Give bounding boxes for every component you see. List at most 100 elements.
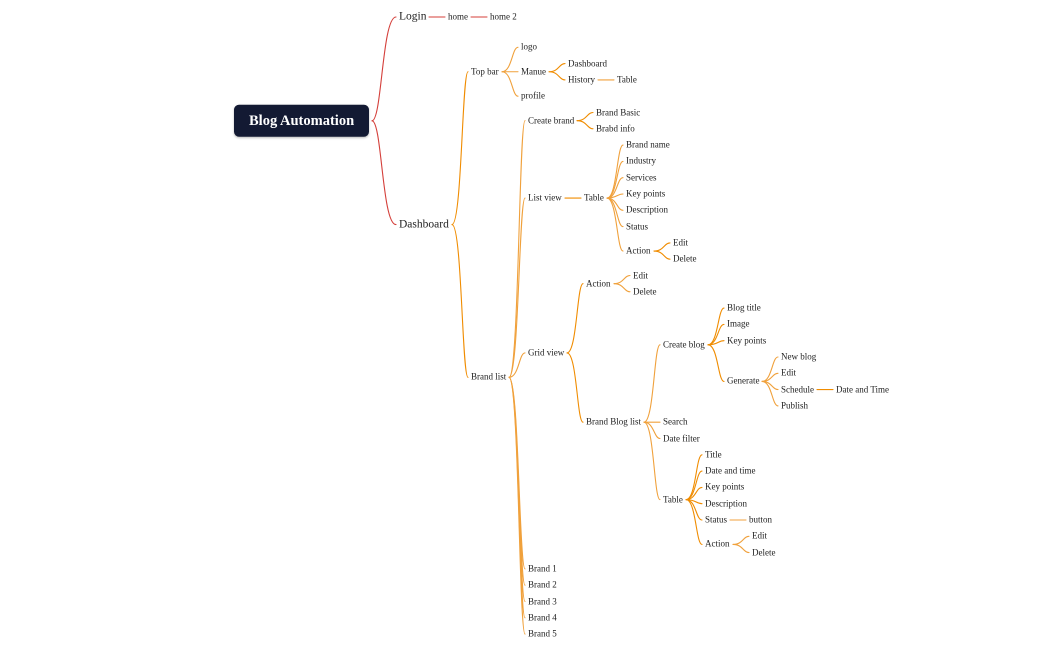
- mindmap-node-title[interactable]: Title: [705, 449, 722, 460]
- mindmap-node-delete[interactable]: Delete: [673, 253, 697, 264]
- connector-line: [576, 120, 594, 130]
- connector-line: [732, 535, 750, 545]
- connector-line: [508, 376, 526, 603]
- connector-line: [566, 352, 584, 423]
- connector-line: [761, 380, 779, 407]
- mindmap-node-brabd-info[interactable]: Brabd info: [596, 123, 635, 134]
- connector-line: [613, 283, 631, 293]
- mindmap-node-history[interactable]: History: [568, 74, 595, 85]
- connector-line: [451, 71, 469, 226]
- connector-line: [508, 120, 526, 378]
- connector-line: [685, 470, 703, 501]
- connector-line: [606, 177, 624, 199]
- mindmap-node-login[interactable]: Login: [399, 10, 427, 23]
- mindmap-node-brand-3[interactable]: Brand 3: [528, 596, 557, 606]
- connector-line: [685, 499, 703, 505]
- mindmap-node-profile[interactable]: profile: [521, 90, 545, 101]
- mindmap-node-brand-1[interactable]: Brand 1: [528, 563, 557, 574]
- mindmap-node-dashboard[interactable]: Dashboard: [568, 58, 607, 69]
- mindmap-node-blog-title[interactable]: Blog title: [727, 302, 761, 313]
- mindmap-node-publish[interactable]: Publish: [781, 400, 809, 411]
- mindmap-node-brand-blog-list[interactable]: Brand Blog list: [586, 416, 642, 427]
- connector-line: [508, 197, 526, 378]
- mindmap-node-search[interactable]: Search: [663, 416, 688, 427]
- mindmap-node-brand-list[interactable]: Brand list: [471, 371, 507, 382]
- mindmap-node-manue[interactable]: Manue: [521, 66, 546, 77]
- connector-line: [606, 193, 624, 199]
- mindmap-node-brand-name[interactable]: Brand name: [626, 139, 670, 150]
- connector-line: [548, 71, 566, 81]
- mindmap-node-description[interactable]: Description: [626, 204, 668, 215]
- mindmap-node-key-points[interactable]: Key points: [705, 481, 745, 492]
- mindmap-node-table[interactable]: Table: [584, 192, 604, 203]
- mindmap-node-brand-basic[interactable]: Brand Basic: [596, 107, 641, 117]
- mindmap-node-services[interactable]: Services: [626, 172, 657, 183]
- mindmap-node-edit[interactable]: Edit: [633, 270, 648, 280]
- mindmap-node-industry[interactable]: Industry: [626, 155, 656, 166]
- connector-line: [732, 543, 750, 554]
- mindmap-node-date-and-time[interactable]: Date and time: [705, 465, 756, 476]
- connector-line: [685, 454, 703, 501]
- mindmap-node-action[interactable]: Action: [705, 538, 730, 549]
- mindmap-node-list-view[interactable]: List view: [528, 192, 562, 203]
- mindmap-node-button[interactable]: button: [749, 514, 773, 525]
- mindmap-node-edit[interactable]: Edit: [752, 530, 767, 541]
- connector-line: [548, 63, 566, 73]
- mindmap-node-status[interactable]: Status: [626, 221, 649, 232]
- mindmap-node-top-bar[interactable]: Top bar: [471, 66, 499, 77]
- mindmap-node-brand-2[interactable]: Brand 2: [528, 579, 557, 590]
- mindmap-node-edit[interactable]: Edit: [673, 237, 688, 248]
- mindmap-node-table[interactable]: Table: [617, 74, 637, 85]
- mindmap-node-dashboard[interactable]: Dashboard: [399, 217, 449, 230]
- mindmap-node-grid-view[interactable]: Grid view: [528, 347, 565, 358]
- connector-line: [707, 340, 725, 346]
- connector-line: [501, 46, 519, 73]
- connector-line: [643, 421, 661, 440]
- connector-line: [451, 224, 469, 378]
- mindmap-node-action[interactable]: Action: [626, 245, 651, 256]
- mindmap-node-key-points[interactable]: Key points: [727, 335, 767, 346]
- connector-line: [653, 250, 671, 260]
- connector-line: [508, 376, 526, 586]
- connector-line: [576, 111, 594, 122]
- connector-line: [508, 376, 526, 635]
- connector-line: [371, 120, 397, 226]
- root-node[interactable]: Blog Automation: [234, 104, 370, 138]
- connector-line: [707, 344, 725, 382]
- connector-line: [707, 307, 725, 346]
- mindmap-node-key-points[interactable]: Key points: [626, 188, 666, 199]
- mindmap-node-delete[interactable]: Delete: [633, 286, 657, 297]
- mindmap-node-date-filter[interactable]: Date filter: [663, 433, 700, 443]
- mindmap-node-action[interactable]: Action: [586, 278, 611, 289]
- mindmap-node-date-and-time[interactable]: Date and Time: [836, 384, 889, 395]
- mindmap-node-description[interactable]: Description: [705, 498, 747, 509]
- connector-line: [606, 160, 624, 199]
- connector-line: [707, 323, 725, 346]
- connector-line: [508, 376, 526, 619]
- mindmap-node-delete[interactable]: Delete: [752, 547, 776, 558]
- mindmap-node-home-2[interactable]: home 2: [490, 11, 517, 22]
- mindmap-node-edit[interactable]: Edit: [781, 367, 796, 378]
- mindmap-node-brand-5[interactable]: Brand 5: [528, 628, 557, 639]
- mindmap-node-generate[interactable]: Generate: [727, 375, 760, 386]
- mindmap-node-status[interactable]: Status: [705, 514, 728, 525]
- connector-line: [606, 197, 624, 228]
- connector-line: [761, 380, 779, 391]
- connector-line: [761, 356, 779, 382]
- mindmap-node-brand-4[interactable]: Brand 4: [528, 612, 557, 623]
- mindmap-node-logo[interactable]: logo: [521, 41, 538, 52]
- connector-line: [685, 499, 703, 545]
- mindmap-node-schedule[interactable]: Schedule: [781, 384, 814, 395]
- connector-line: [501, 71, 519, 97]
- mindmap-node-home[interactable]: home: [448, 11, 468, 22]
- mindmap-node-create-blog[interactable]: Create blog: [663, 339, 705, 350]
- mindmap-node-new-blog[interactable]: New blog: [781, 351, 817, 362]
- mindmap-node-image[interactable]: Image: [727, 318, 750, 329]
- connector-line: [685, 486, 703, 501]
- connector-line: [761, 372, 779, 382]
- mindmap-node-table[interactable]: Table: [663, 494, 683, 505]
- connector-line: [508, 352, 526, 378]
- connector-line: [643, 344, 661, 423]
- mindmap-node-create-brand[interactable]: Create brand: [528, 115, 575, 126]
